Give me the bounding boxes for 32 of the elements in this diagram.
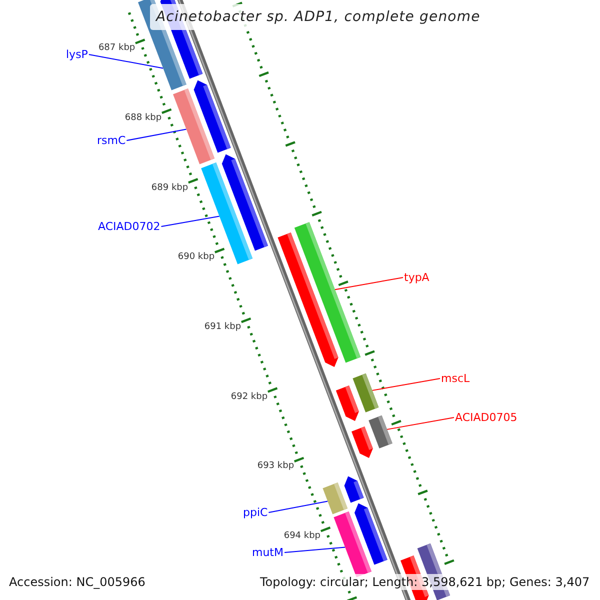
gene-label: typA [404,272,430,283]
gene-bar [352,373,379,412]
tick-label: 690 kbp [178,253,215,262]
tick-label: 691 kbp [204,323,242,332]
gene-bar [344,476,364,503]
gene-label: ppiC [243,507,268,518]
gene-bar [222,154,268,251]
leader-line [334,277,404,290]
gene-bar [354,503,388,565]
gene-bar [368,415,392,448]
leader-line [126,128,187,141]
tick-label: 687 kbp [98,44,136,54]
leader-line [88,54,164,69]
gene-label: mutM [252,547,284,558]
gene-bar [194,80,231,153]
leader-line [372,378,440,391]
tick-label: 689 kbp [151,184,188,193]
gene-label: mscL [441,373,470,384]
tick-label: 688 kbp [124,114,162,123]
gene-bar [336,386,359,421]
gene-label: ACIAD0705 [455,412,518,423]
gene-bar [352,426,373,458]
gene-label: rsmC [97,135,126,146]
leader-line [386,417,454,430]
tick-label: 694 kbp [284,532,321,542]
gene-bar [322,482,348,514]
leader-line [284,546,346,553]
gene-bar [278,232,338,367]
tick-label: 693 kbp [257,462,294,472]
gene-label: lysP [66,49,88,60]
tick-label: 692 kbp [230,392,268,402]
gene-label: ACIAD0702 [98,221,160,232]
